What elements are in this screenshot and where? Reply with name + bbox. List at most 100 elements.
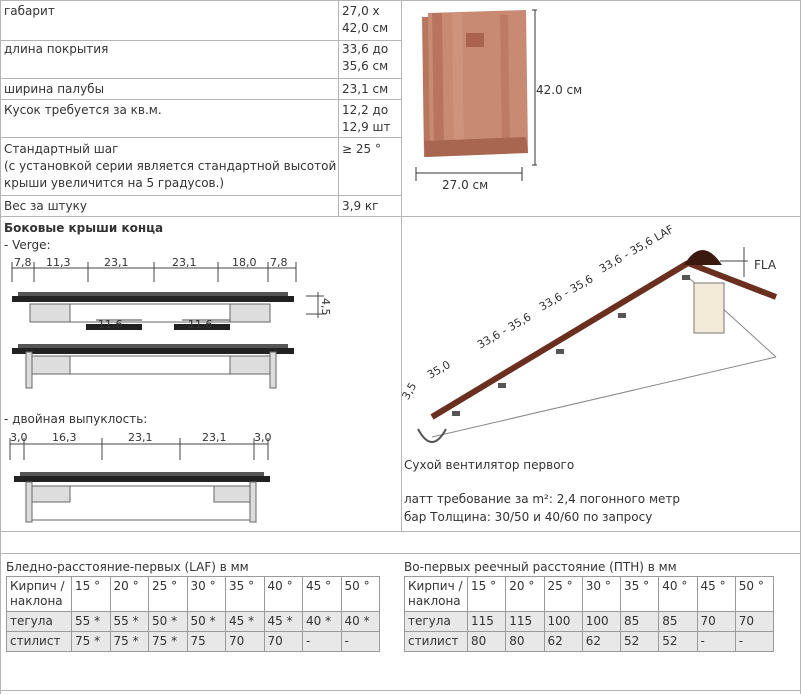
roof-section-diagram: 3,5 35,0 33,6 - 35,6 33,6 - 35,6 33,6 - … xyxy=(402,222,778,443)
angle-header: 25 ° xyxy=(543,576,583,612)
fla-label: FLA xyxy=(754,258,777,272)
angle-header: 35 ° xyxy=(225,576,265,612)
grid-line xyxy=(0,40,401,41)
table-cell: 55 * xyxy=(71,611,111,632)
batten-requirement-text: латт требование за m²: 2,4 погонного мет… xyxy=(404,492,680,506)
spec-label: Вес за штуку xyxy=(4,199,87,213)
table-cell: 100 xyxy=(543,611,583,632)
table-header-label: Кирпич / наклона xyxy=(6,576,72,612)
width-dimension xyxy=(415,167,523,181)
double-dim: 23,1 xyxy=(202,431,227,444)
roof-dim: 33,6 - 35,6 xyxy=(475,310,533,351)
spec-label-line3: крыши увеличится на 5 градусов.) xyxy=(4,176,225,190)
table-cell: - xyxy=(734,631,775,652)
table-row: стилист 80 80 62 62 52 52 - - xyxy=(404,631,775,652)
table-cell: 45 * xyxy=(225,611,265,632)
table-cell: 75 xyxy=(186,631,226,652)
table-cell: 50 * xyxy=(186,611,226,632)
table-cell: 52 xyxy=(619,631,660,652)
verge-drawing: 7,8 11,3 23,1 23,1 18,0 7,8 11,6 11,6 4,… xyxy=(11,256,332,389)
angle-header: 50 ° xyxy=(340,576,380,612)
double-label: - двойная выпуклость: xyxy=(4,412,148,426)
batten-thickness-text: бар Толщина: 30/50 и 40/60 по запросу xyxy=(404,510,653,524)
roof-dim: 35,0 xyxy=(425,358,453,382)
angle-header: 45 ° xyxy=(302,576,342,612)
double-dim: 16,3 xyxy=(52,431,77,444)
laf-table: Кирпич / наклона 15 ° 20 ° 25 ° 30 ° 35 … xyxy=(6,576,380,652)
spec-value: 12,2 до xyxy=(342,103,389,117)
table-cell: 75 * xyxy=(148,631,188,652)
table-cell: 100 xyxy=(581,611,622,632)
spec-value: 33,6 до xyxy=(342,42,389,56)
angle-header: 50 ° xyxy=(734,576,775,612)
table-cell: 50 * xyxy=(148,611,188,632)
verge-dim: 11,3 xyxy=(46,256,71,269)
table-row: Кирпич / наклона 15 ° 20 ° 25 ° 30 ° 35 … xyxy=(404,576,775,612)
double-dim: 23,1 xyxy=(128,431,153,444)
table-cell: 40 * xyxy=(340,611,380,632)
grid-line xyxy=(401,0,402,531)
table-cell: 75 * xyxy=(109,631,149,652)
table-cell: - xyxy=(696,631,736,652)
angle-header: 25 ° xyxy=(148,576,188,612)
grid-line xyxy=(0,553,801,554)
angle-header: 40 ° xyxy=(263,576,303,612)
angle-header: 15 ° xyxy=(466,576,507,612)
laf-table-title: Бледно-расстояние-первых (LAF) в мм xyxy=(6,560,249,574)
grid-line xyxy=(0,531,801,532)
grid-line xyxy=(0,0,801,1)
spec-label: длина покрытия xyxy=(4,42,109,56)
roof-tile-image: 42.0 см 27.0 см xyxy=(415,9,582,192)
ptn-table: Кирпич / наклона 15 ° 20 ° 25 ° 30 ° 35 … xyxy=(404,576,775,652)
verge-tile-row xyxy=(12,344,294,389)
verge-dim: 23,1 xyxy=(172,256,197,269)
table-cell: 85 xyxy=(658,611,698,632)
spec-value: 42,0 см xyxy=(342,21,389,35)
roof-tile xyxy=(422,10,528,157)
table-row: стилист 75 * 75 * 75 * 75 70 70 - - xyxy=(6,631,380,652)
width-label: 27.0 см xyxy=(442,178,488,192)
table-row: тегула 55 * 55 * 50 * 50 * 45 * 45 * 40 … xyxy=(6,611,380,632)
roof-dim: 33,6 - 35,6 xyxy=(537,272,595,313)
angle-header: 40 ° xyxy=(658,576,698,612)
table-cell: 70 xyxy=(263,631,303,652)
verge-dim: 7,8 xyxy=(14,256,32,269)
double-dim: 3,0 xyxy=(10,431,28,444)
spec-value: 27,0 х xyxy=(342,4,380,18)
table-cell: 115 xyxy=(505,611,545,632)
table-cell: 70 xyxy=(225,631,265,652)
grid-line xyxy=(338,0,339,216)
row-name: тегула xyxy=(6,611,72,632)
double-tile-row xyxy=(14,472,270,523)
angle-header: 45 ° xyxy=(696,576,736,612)
spec-label: Кусок требуется за кв.м. xyxy=(4,103,162,117)
verge-label: - Verge: xyxy=(4,238,51,252)
verge-dim: 23,1 xyxy=(104,256,129,269)
spec-label-line2: (с установкой серии является стандартной… xyxy=(4,159,337,173)
table-cell: 70 xyxy=(734,611,775,632)
table-cell: 40 * xyxy=(302,611,342,632)
verge-height: 4,5 xyxy=(319,298,332,316)
verge-tile-row xyxy=(12,292,294,330)
verge-dim: 7,8 xyxy=(270,256,288,269)
ventilator-text: Сухой вентилятор первого xyxy=(404,458,575,472)
grid-line xyxy=(0,137,401,138)
table-cell: 75 * xyxy=(71,631,111,652)
table-cell: 62 xyxy=(543,631,583,652)
spec-label: Стандартный шаг xyxy=(4,142,119,156)
roof-slope xyxy=(417,250,778,443)
table-cell: - xyxy=(302,631,342,652)
table-cell: 52 xyxy=(658,631,698,652)
angle-header: 30 ° xyxy=(581,576,622,612)
spec-value: 12,9 шт xyxy=(342,120,391,134)
angle-header: 15 ° xyxy=(71,576,111,612)
grid-line xyxy=(0,216,801,217)
table-cell: 85 xyxy=(619,611,660,632)
spec-value: 3,9 кг xyxy=(342,199,379,213)
roof-batten-marks xyxy=(452,275,690,416)
double-convexity-drawing: 3,0 16,3 23,1 23,1 3,0 xyxy=(9,431,272,523)
row-name: тегула xyxy=(404,611,468,632)
table-cell: 45 * xyxy=(263,611,303,632)
table-cell: 80 xyxy=(466,631,507,652)
table-cell: 55 * xyxy=(109,611,149,632)
